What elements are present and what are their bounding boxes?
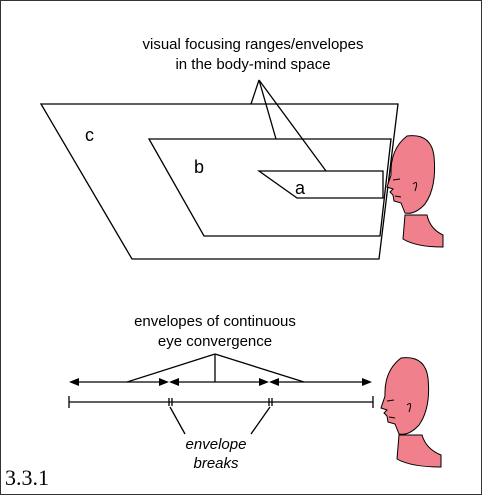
top-caption-line2: in the body-mind space bbox=[175, 56, 330, 73]
pointer-line-a bbox=[258, 79, 327, 172]
range-label-b: b bbox=[194, 157, 204, 177]
head-icon-top bbox=[386, 135, 444, 248]
pointer-line-left bbox=[126, 353, 216, 383]
envelope-arrow-2 bbox=[169, 378, 269, 386]
break-pointer-right bbox=[250, 406, 271, 435]
pointer-line-b bbox=[258, 79, 277, 140]
bottom-caption-line2: eye convergence bbox=[158, 333, 272, 350]
figure-number: 3.3.1 bbox=[5, 465, 49, 490]
envelope-arrow-1 bbox=[69, 378, 169, 386]
bottom-caption-line1: envelopes of continuous bbox=[134, 313, 296, 330]
bottom-diagram bbox=[68, 353, 374, 435]
break-pointer-left bbox=[169, 406, 186, 435]
range-label-c: c bbox=[85, 125, 94, 145]
breaks-label-line2: breaks bbox=[193, 455, 239, 472]
range-label-a: a bbox=[295, 178, 306, 198]
top-diagram bbox=[39, 79, 399, 260]
envelope-a bbox=[256, 170, 384, 199]
envelope-b bbox=[147, 138, 392, 237]
envelope-arrow-3 bbox=[269, 378, 372, 386]
head-icon-bottom bbox=[380, 357, 442, 468]
top-caption-line1: visual focusing ranges/envelopes bbox=[143, 36, 364, 53]
pointer-line-c bbox=[250, 79, 260, 105]
envelope-c bbox=[39, 103, 399, 260]
pointer-line-right bbox=[214, 353, 305, 383]
breaks-label-line1: envelope bbox=[186, 436, 247, 453]
